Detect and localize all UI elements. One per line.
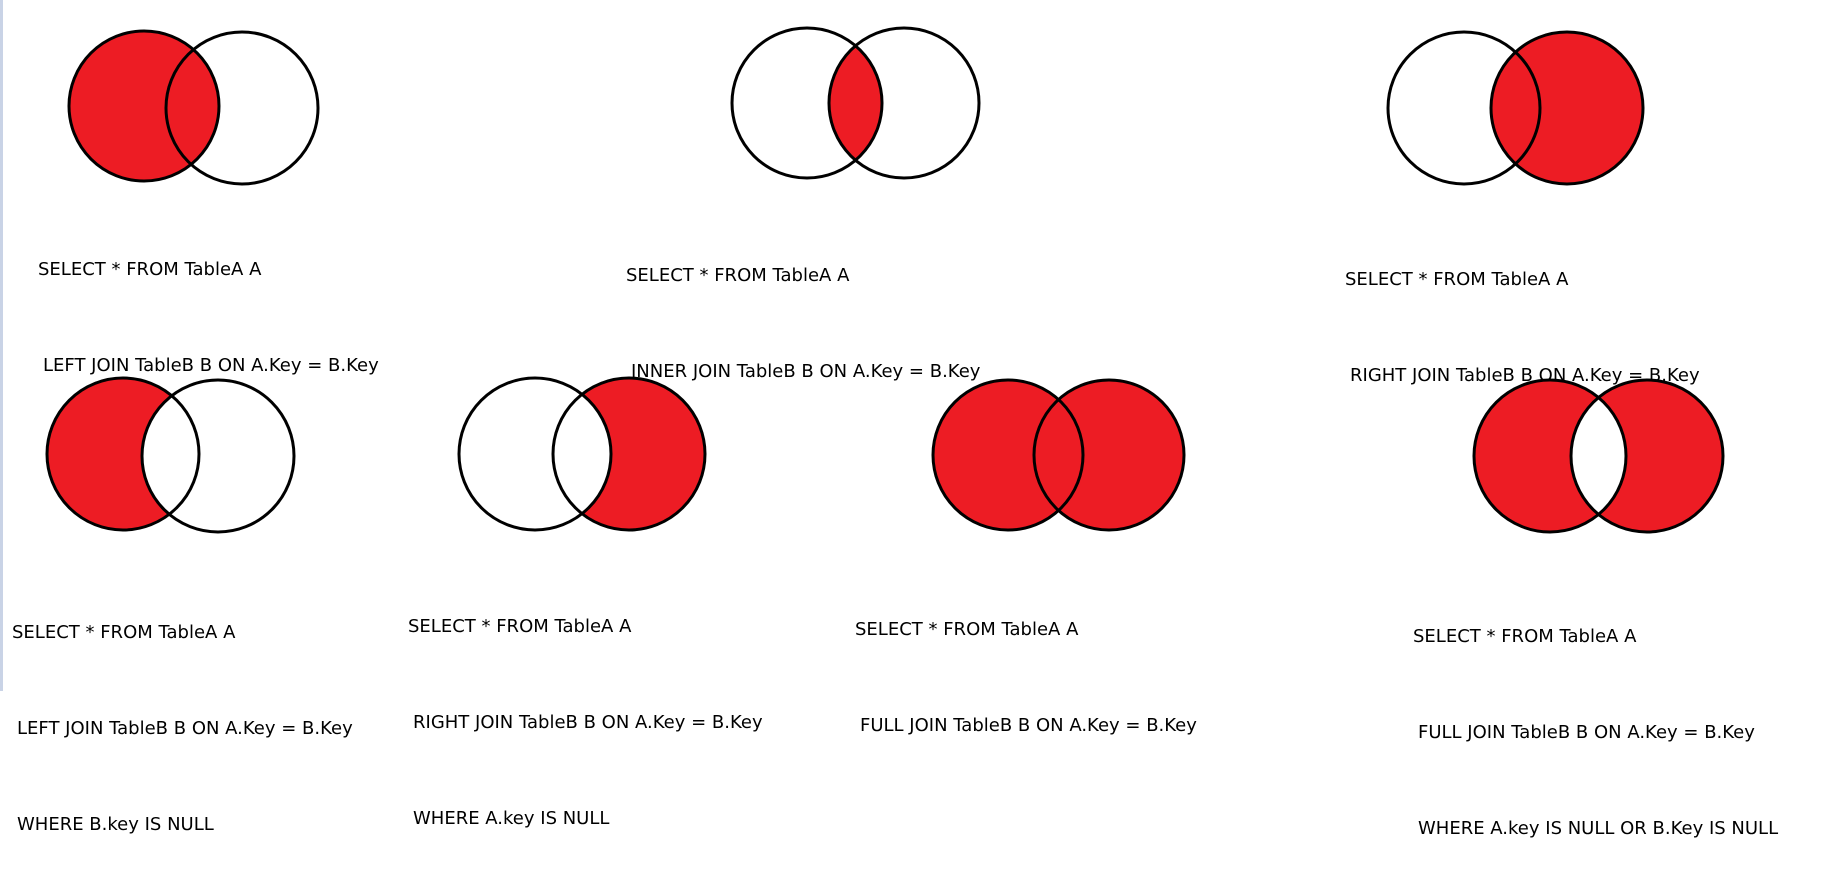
table-b-circle — [140, 378, 296, 534]
venn-inner-join — [730, 26, 981, 180]
venn-fill — [829, 28, 882, 178]
sql-line: LEFT JOIN TableB B ON A.Key = B.Key — [17, 718, 353, 739]
sql-left-join-b-null: SELECT * FROM TableA A LEFT JOIN TableB … — [12, 553, 353, 873]
sql-line: SELECT * FROM TableA A — [408, 616, 632, 637]
table-a-circle — [457, 376, 613, 532]
sql-full-join-either-null: SELECT * FROM TableA A FULL JOIN TableB … — [1413, 557, 1778, 877]
venn-full-join-either-null — [1472, 378, 1725, 534]
table-a-circle — [730, 26, 884, 180]
sql-line: SELECT * FROM TableA A — [12, 622, 236, 643]
sql-line: FULL JOIN TableB B ON A.Key = B.Key — [1418, 722, 1755, 743]
venn-left-join-b-null — [45, 376, 296, 534]
sql-inner-join: SELECT * FROM TableA A INNER JOIN TableB… — [626, 196, 980, 420]
sql-left-join: SELECT * FROM TableA A LEFT JOIN TableB … — [38, 190, 379, 414]
sql-line: SELECT * FROM TableA A — [626, 265, 850, 286]
sql-line: RIGHT JOIN TableB B ON A.Key = B.Key — [1350, 365, 1700, 386]
sql-line: RIGHT JOIN TableB B ON A.Key = B.Key — [413, 712, 763, 733]
sql-line: INNER JOIN TableB B ON A.Key = B.Key — [631, 361, 981, 382]
table-b-circle — [551, 376, 707, 532]
sql-line: WHERE B.key IS NULL — [17, 814, 214, 835]
sql-line: WHERE A.key IS NULL OR B.Key IS NULL — [1418, 818, 1779, 839]
table-b-circle — [1489, 30, 1645, 186]
sql-line: FULL JOIN TableB B ON A.Key = B.Key — [860, 715, 1197, 736]
sql-line: LEFT JOIN TableB B ON A.Key = B.Key — [43, 355, 379, 376]
sql-line: WHERE A.key IS NULL — [413, 808, 610, 829]
left-edge-rule — [0, 0, 3, 691]
sql-full-join: SELECT * FROM TableA A FULL JOIN TableB … — [855, 550, 1197, 774]
venn-diagram-canvas — [45, 26, 1725, 534]
sql-line: SELECT * FROM TableA A — [38, 259, 262, 280]
table-a-circle — [1386, 30, 1542, 186]
venn-left-join — [67, 29, 320, 186]
venn-fill — [1474, 380, 1723, 532]
venn-fill — [47, 378, 199, 530]
sql-line: SELECT * FROM TableA A — [1413, 626, 1637, 647]
table-a-circle — [45, 376, 201, 532]
sql-right-join: SELECT * FROM TableA A RIGHT JOIN TableB… — [1345, 200, 1700, 424]
venn-fill — [69, 31, 219, 181]
venn-right-join — [1386, 30, 1645, 186]
venn-full-join — [931, 378, 1186, 532]
table-a-circle — [67, 29, 221, 183]
sql-line: SELECT * FROM TableA A — [855, 619, 1079, 640]
table-b-circle — [827, 26, 981, 180]
table-a-circle — [1472, 378, 1628, 534]
sql-line: SELECT * FROM TableA A — [1345, 269, 1569, 290]
table-b-circle — [1032, 378, 1186, 532]
table-b-circle — [1569, 378, 1725, 534]
table-b-circle — [164, 30, 320, 186]
sql-right-join-a-null: SELECT * FROM TableA A RIGHT JOIN TableB… — [408, 547, 763, 867]
venn-right-join-a-null — [457, 376, 707, 532]
venn-fill — [553, 378, 705, 530]
table-a-circle — [931, 378, 1085, 532]
